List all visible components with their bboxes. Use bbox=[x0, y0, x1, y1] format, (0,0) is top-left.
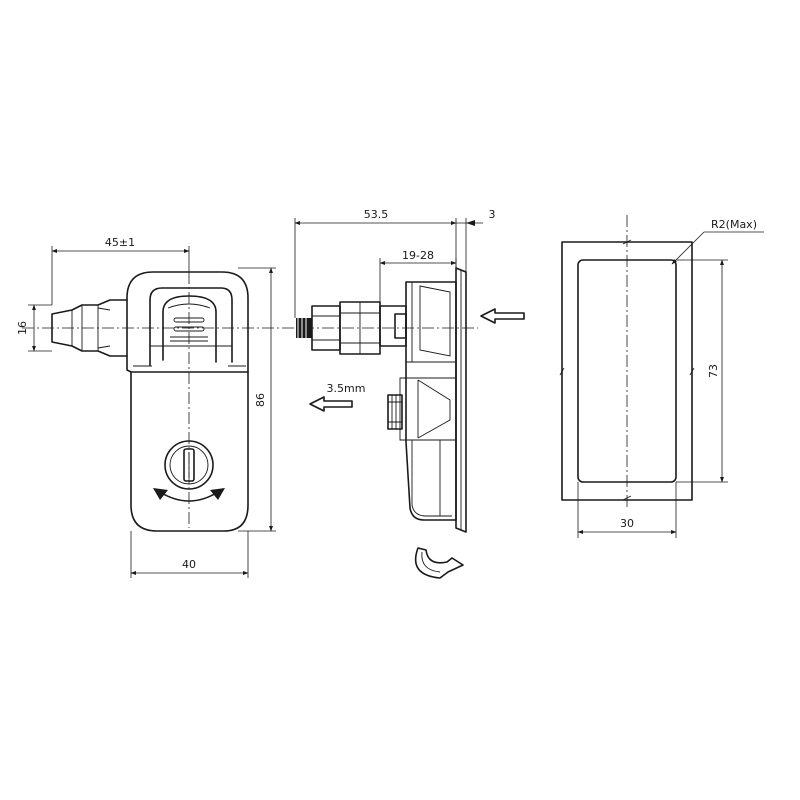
center-tick-left bbox=[559, 367, 565, 376]
housing-upper-wedge bbox=[419, 285, 451, 357]
thread-lines bbox=[297, 318, 307, 338]
latch-nose-outline bbox=[51, 299, 128, 357]
dim-45-label: 45±1 bbox=[105, 236, 135, 249]
dim-73-label: 73 bbox=[707, 364, 720, 378]
shaft-nut bbox=[394, 313, 407, 339]
front-body-outline bbox=[130, 371, 249, 532]
latch-tongue-top bbox=[167, 303, 211, 309]
dim-40-label: 40 bbox=[182, 558, 196, 571]
latch-nose-bevel bbox=[97, 307, 111, 349]
dim-86-label: 86 bbox=[254, 393, 267, 407]
cutout-view: R2(Max) 73 30 bbox=[559, 215, 764, 538]
latch-tongue-outline bbox=[162, 295, 217, 363]
key-cylinder-outer bbox=[164, 440, 214, 490]
center-tick-bottom bbox=[622, 495, 632, 501]
push-arrow-icon bbox=[480, 308, 525, 324]
dim-30-label: 30 bbox=[620, 517, 634, 530]
threaded-tip bbox=[296, 318, 312, 338]
rotation-arc bbox=[159, 491, 219, 502]
dim-19-label: 19-28 bbox=[402, 249, 434, 262]
lower-screw-head bbox=[387, 394, 403, 430]
travel-label: 3.5mm bbox=[327, 382, 366, 395]
housing-upper-section bbox=[406, 282, 456, 363]
dim-16-label: 16 bbox=[16, 321, 29, 335]
lower-screw-detail bbox=[388, 395, 402, 429]
slot-2 bbox=[173, 326, 205, 332]
housing-lower-wedge bbox=[417, 379, 451, 439]
dim-53-label: 53.5 bbox=[364, 208, 389, 221]
hex-nut-small-faces bbox=[312, 315, 340, 341]
shaft-housing bbox=[379, 305, 407, 347]
rotate-arrow-icon bbox=[414, 547, 464, 579]
radius-label: R2(Max) bbox=[711, 218, 757, 231]
center-tick-right bbox=[689, 367, 695, 376]
hex-nut-large-faces bbox=[340, 302, 380, 354]
latch-nose-ridges bbox=[71, 305, 99, 351]
handle-inner-outline bbox=[149, 287, 233, 366]
dim-3-label: 3 bbox=[489, 208, 496, 221]
rotate-arrow-inner bbox=[421, 551, 441, 573]
slot-1 bbox=[173, 317, 205, 323]
side-view: 3.5mm 53.5 3 19-28 bbox=[294, 208, 525, 579]
dim-3-arrow bbox=[466, 220, 475, 226]
rotate-left-arrow-icon bbox=[153, 488, 168, 500]
housing-bottom-curve bbox=[411, 440, 452, 517]
center-tick-top bbox=[622, 239, 632, 245]
radius-leader bbox=[671, 231, 705, 265]
rotate-right-arrow-icon bbox=[210, 488, 225, 500]
front-view: 45±1 16 86 40 bbox=[16, 236, 478, 578]
handle-outer-outline bbox=[126, 271, 249, 373]
pull-arrow-icon bbox=[309, 396, 353, 412]
key-cylinder-inner bbox=[169, 445, 209, 485]
housing-lower-block bbox=[399, 377, 457, 441]
housing-body bbox=[405, 281, 457, 521]
key-slot bbox=[183, 448, 195, 482]
